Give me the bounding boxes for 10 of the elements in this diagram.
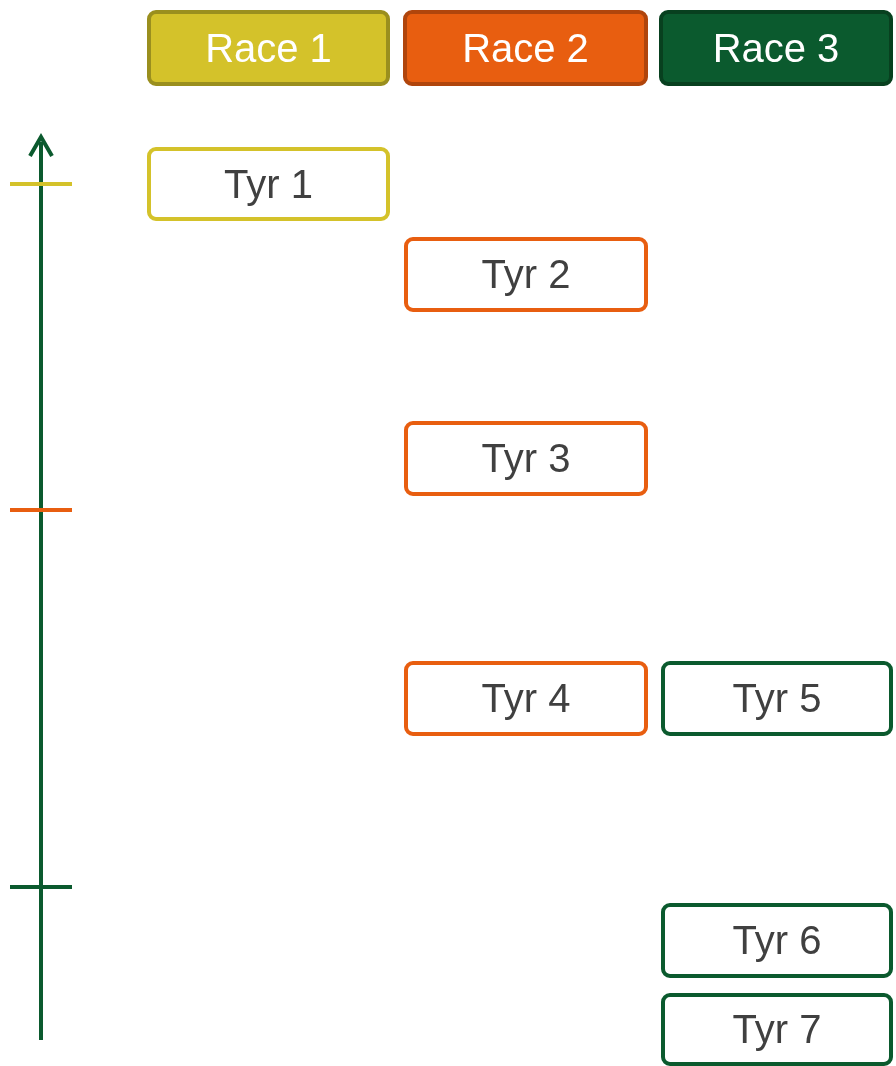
timeline-box: Tyr 6 [661,903,893,978]
race-header: Race 2 [403,10,648,86]
race-header: Race 3 [659,10,893,86]
timeline-box: Tyr 2 [404,237,648,312]
timeline-box: Tyr 1 [147,147,390,221]
timeline-box: Tyr 7 [661,993,893,1066]
race-header: Race 1 [147,10,390,86]
timeline-box: Tyr 4 [404,661,648,736]
timeline-box: Tyr 5 [661,661,893,736]
timeline-box: Tyr 3 [404,421,648,496]
